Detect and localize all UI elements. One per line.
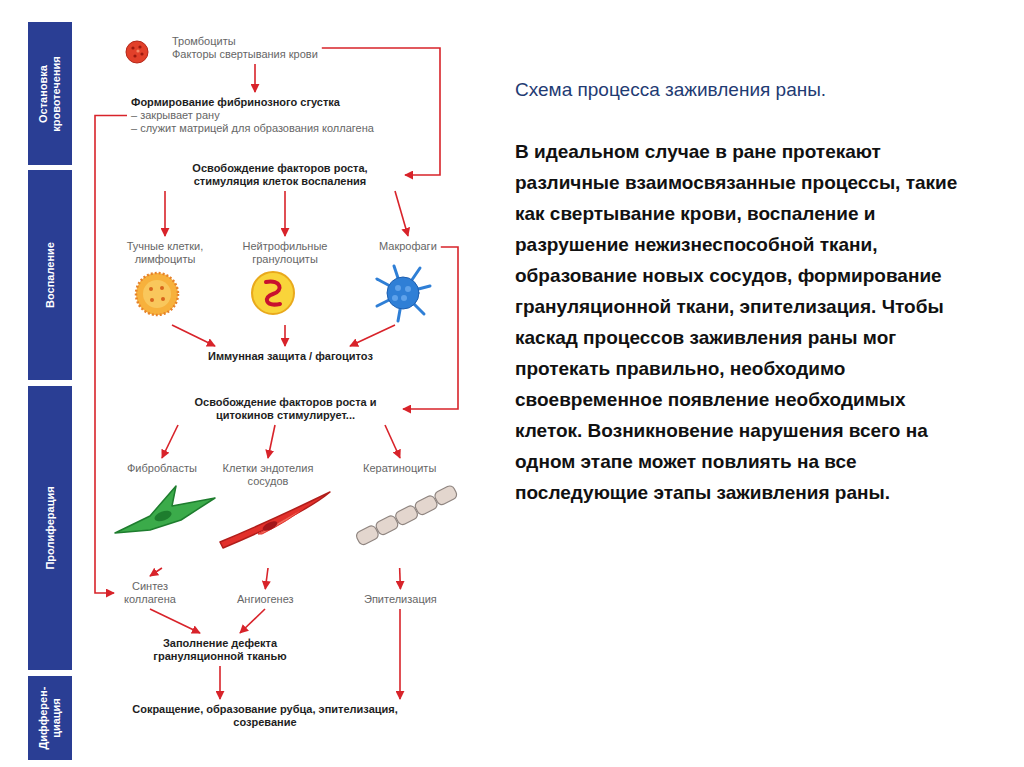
mast-cell-body	[136, 273, 178, 315]
flow-arrow	[284, 325, 286, 346]
step-text: Сокращение, образование рубца, эпителиза…	[110, 703, 420, 729]
flow-arrow	[254, 64, 256, 92]
step-text: – служит матрицей для образования коллаг…	[131, 122, 374, 135]
process-step: ТромбоцитыФакторы свертывания крови	[172, 35, 318, 61]
process-step: Сокращение, образование рубца, эпителиза…	[110, 703, 420, 729]
flow-arrow	[403, 247, 458, 409]
stage-band: Остановка кровотечения	[28, 22, 72, 165]
flow-arrow	[150, 609, 200, 633]
flow-arrow	[95, 116, 127, 594]
step-text: Кератиноциты	[363, 462, 436, 475]
mast-cell-granule	[150, 298, 154, 302]
flow-arrow	[385, 425, 400, 458]
step-text: Тучные клетки, лимфоциты	[120, 240, 210, 266]
flow-arrow	[268, 425, 275, 458]
endothelial-cell	[258, 508, 304, 534]
endothelial-cell-icon	[220, 492, 330, 548]
keratinocyte-icon	[355, 484, 458, 546]
stage-band: Дифферен- циация	[28, 676, 72, 760]
macrophage-vesicle	[401, 295, 407, 301]
endothelial-nucleus	[261, 519, 278, 532]
flow-arrow	[219, 666, 221, 699]
step-text: – закрывает рану	[131, 109, 374, 122]
flow-arrow	[399, 609, 401, 699]
platelet-icon	[126, 41, 148, 63]
process-step: Освобождение факторов роста, стимуляция …	[160, 162, 400, 188]
platelet-dot	[136, 49, 139, 52]
fibroblast-body	[115, 486, 215, 533]
step-text: Фибробласты	[127, 462, 197, 475]
step-text: Освобождение факторов роста и цитокинов …	[173, 396, 398, 422]
process-step: Тучные клетки, лимфоциты	[120, 240, 210, 322]
step-text: Освобождение факторов роста, стимуляция …	[160, 162, 400, 188]
flow-arrow	[395, 191, 408, 236]
step-text: Формирование фибринозного сгустка	[131, 96, 374, 109]
step-text: Факторы свертывания крови	[172, 48, 318, 61]
mast-cell-granule	[161, 297, 165, 301]
macrophage-body	[387, 277, 419, 309]
fibroblast-nucleus	[153, 509, 173, 524]
step-text: Заполнение дефекта грануляционной тканью	[125, 637, 315, 663]
platelet-body	[126, 41, 148, 63]
step-text: Тромбоциты	[172, 35, 318, 48]
platelet-dot	[131, 46, 134, 49]
flow-arrow	[150, 568, 162, 576]
process-step: Иммунная защита / фагоцитоз	[208, 350, 373, 363]
step-text: Нейтрофильные гранулоциты	[235, 240, 335, 266]
process-step: Кератиноциты	[363, 462, 436, 565]
process-step: Нейтрофильные гранулоциты	[235, 240, 335, 322]
process-step: Заполнение дефекта грануляционной тканью	[125, 637, 315, 663]
stage-band: Воспаление	[28, 170, 72, 380]
neutrophil-nucleus	[266, 282, 280, 305]
process-step: Синтез коллагена	[119, 580, 181, 606]
flow-arrow	[350, 325, 395, 346]
macrophage-icon	[377, 266, 430, 321]
stage-label: Остановка кровотечения	[37, 27, 63, 160]
stage-label: Дифферен- циация	[37, 681, 63, 755]
mast-cell-core	[143, 280, 171, 308]
stage-band: Пролиферация	[28, 386, 72, 670]
keratinocyte	[433, 484, 458, 506]
flow-arrow	[240, 609, 265, 633]
endothelial-body	[220, 492, 330, 548]
macrophage-vesicle	[392, 295, 398, 301]
neutrophil-body	[252, 272, 294, 314]
process-step: Эпителизация	[364, 593, 437, 606]
mast-cell-icon	[136, 273, 178, 315]
stage-label: Пролиферация	[44, 391, 57, 665]
step-text: Эпителизация	[364, 593, 437, 606]
step-text: Синтез коллагена	[119, 580, 181, 606]
process-step: Макрофаги	[379, 240, 437, 322]
mast-cell-granule	[149, 287, 153, 291]
platelet-dot	[138, 45, 141, 48]
flow-arrow	[164, 191, 166, 236]
stage-label: Воспаление	[44, 175, 57, 375]
process-step: Ангиогенез	[237, 593, 294, 606]
flow-arrow	[265, 568, 268, 589]
mast-cell-granule	[160, 286, 164, 290]
flow-arrow	[322, 48, 440, 175]
platelet-dot	[140, 52, 143, 55]
flow-arrow	[162, 425, 178, 458]
process-step: Освобождение факторов роста и цитокинов …	[173, 396, 398, 422]
process-step: Клетки эндотелия сосудов	[213, 462, 323, 565]
flow-arrow	[284, 191, 286, 236]
diagram-title: Схема процесса заживления раны.	[515, 78, 985, 102]
flow-arrow	[172, 325, 215, 346]
process-step: Формирование фибринозного сгустка– закры…	[131, 96, 374, 135]
diagram-caption: В идеальном случае в ране протекают разл…	[515, 136, 973, 508]
step-text: Клетки эндотелия сосудов	[213, 462, 323, 488]
neutrophil-icon	[252, 272, 294, 314]
step-text: Ангиогенез	[237, 593, 294, 606]
step-text: Иммунная защита / фагоцитоз	[208, 350, 373, 363]
macrophage-vesicle	[405, 286, 411, 292]
macrophage-vesicle	[395, 285, 401, 291]
flow-arrow	[399, 568, 401, 589]
platelet-dot	[133, 54, 136, 57]
step-text: Макрофаги	[379, 240, 437, 253]
process-step: Фибробласты	[127, 462, 197, 565]
fibroblast-icon	[115, 486, 215, 533]
